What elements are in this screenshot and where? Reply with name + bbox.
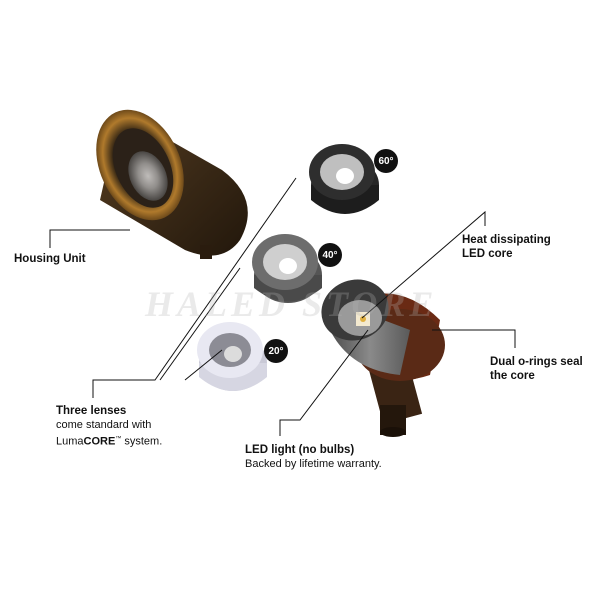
heat-line1: Heat dissipating — [462, 234, 551, 246]
leader-led — [279, 329, 369, 436]
orings-line2: the core — [490, 370, 535, 382]
lenses-line2-tm: ™ — [115, 436, 122, 442]
label-three-lenses: Three lenses come standard with LumaCORE… — [56, 404, 162, 449]
leader-lines — [49, 177, 516, 436]
leader-lenses-60 — [92, 177, 297, 398]
lenses-title: Three lenses — [56, 405, 127, 417]
heat-line2: LED core — [462, 248, 513, 260]
lens-20 — [197, 322, 267, 391]
badge-40: 40° — [318, 243, 342, 267]
housing-unit — [96, 109, 248, 259]
label-orings: Dual o-rings seal the core — [490, 355, 583, 383]
leader-lenses-40 — [159, 267, 241, 381]
housing-title: Housing Unit — [14, 253, 86, 265]
lens-60 — [309, 144, 379, 214]
lenses-line2-bold: CORE — [83, 435, 116, 448]
led-core — [321, 279, 445, 437]
leader-orings — [432, 329, 516, 348]
leader-lenses-20 — [184, 349, 223, 381]
label-housing-unit: Housing Unit — [14, 252, 86, 266]
badge-20: 20° — [264, 339, 288, 363]
lens-40 — [252, 234, 322, 303]
led-title: LED light (no bulbs) — [245, 444, 355, 456]
leader-housing — [49, 229, 130, 248]
orings-line1: Dual o-rings seal — [490, 356, 583, 368]
lenses-line2-prefix: Luma — [56, 435, 84, 448]
label-heat-core: Heat dissipating LED core — [462, 233, 551, 261]
lenses-line1: come standard with — [56, 419, 152, 431]
watermark: HALED STORE — [145, 284, 438, 324]
label-led-light: LED light (no bulbs) Backed by lifetime … — [245, 443, 382, 471]
led-sub: Backed by lifetime warranty. — [245, 458, 382, 470]
badge-60: 60° — [374, 149, 398, 173]
lenses-line2-suffix: system. — [121, 435, 163, 448]
leader-heat — [361, 210, 486, 319]
